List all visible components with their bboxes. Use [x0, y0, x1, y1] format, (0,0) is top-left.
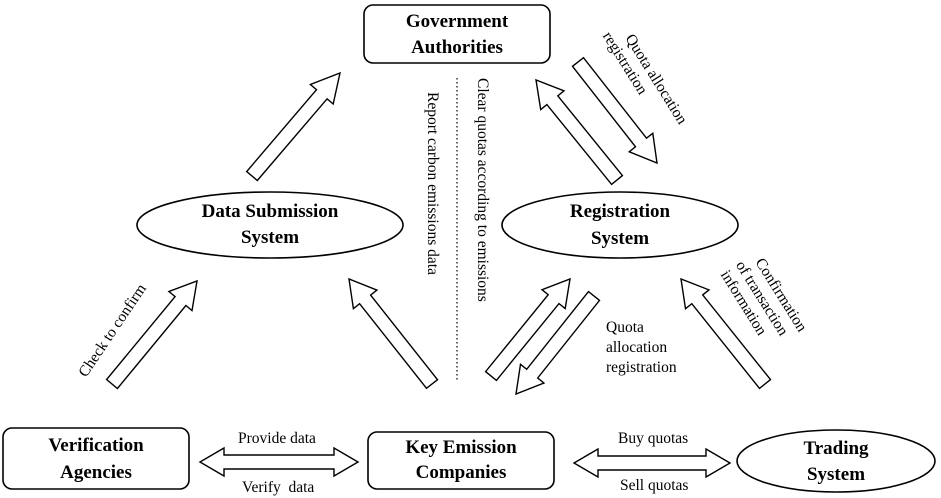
arrow-trading-to-registration [680, 277, 772, 390]
arrow-registration-to-government [535, 78, 624, 186]
arrow-check-to-confirm [105, 279, 198, 390]
trading-label-line2: System [807, 464, 865, 485]
quota-allocation-mid-line1: Quota [606, 319, 644, 336]
data-submission-label-line1: Data Submission [202, 201, 339, 222]
key-emission-label-line2: Companies [416, 462, 507, 483]
key-emission-label-line1: Key Emission [405, 437, 517, 458]
registration-system-node: Registration System [501, 191, 739, 259]
verification-label-line1: Verification [48, 435, 144, 456]
trading-system-node: Trading System [736, 429, 936, 493]
government-authorities-node: Government Authorities [363, 4, 551, 64]
verification-label-line2: Agencies [60, 462, 132, 483]
government-label-line1: Government [406, 11, 509, 32]
verification-agencies-node: Verification Agencies [2, 427, 190, 490]
arrow-data-to-government [245, 71, 341, 182]
arrow-key-to-data-submission [348, 277, 439, 390]
trading-label-line1: Trading [803, 438, 869, 459]
check-to-confirm-label: Check to confirm [75, 281, 150, 380]
registration-label-line2: System [591, 228, 649, 249]
arrow-government-to-registration [571, 56, 658, 165]
arrow-registration-to-key [515, 290, 601, 396]
report-emissions-label: Report carbon emissions data [424, 92, 441, 275]
arrow-verification-key-double [198, 446, 360, 478]
buy-quotas-label: Buy quotas [618, 430, 688, 447]
sell-quotas-label: Sell quotas [620, 477, 688, 494]
clear-quotas-label: Clear quotas according to emissions [474, 78, 491, 302]
verify-data-label: Verify data [242, 479, 314, 496]
data-submission-label-line2: System [241, 227, 299, 248]
key-emission-companies-node: Key Emission Companies [367, 431, 555, 490]
provide-data-label: Provide data [238, 430, 316, 447]
quota-allocation-mid-line2: allocation [606, 339, 667, 356]
arrows-group [105, 56, 772, 479]
quota-allocation-top-label: Quota allocation registration [599, 29, 691, 128]
registration-label-line1: Registration [570, 201, 671, 222]
quota-allocation-mid-label: Quota allocation registration [606, 319, 677, 376]
data-submission-system-node: Data Submission System [136, 191, 404, 259]
quota-allocation-mid-line3: registration [606, 359, 677, 376]
arrow-key-trading-double [572, 447, 732, 479]
government-label-line2: Authorities [411, 37, 503, 58]
arrow-key-to-registration [484, 277, 571, 382]
